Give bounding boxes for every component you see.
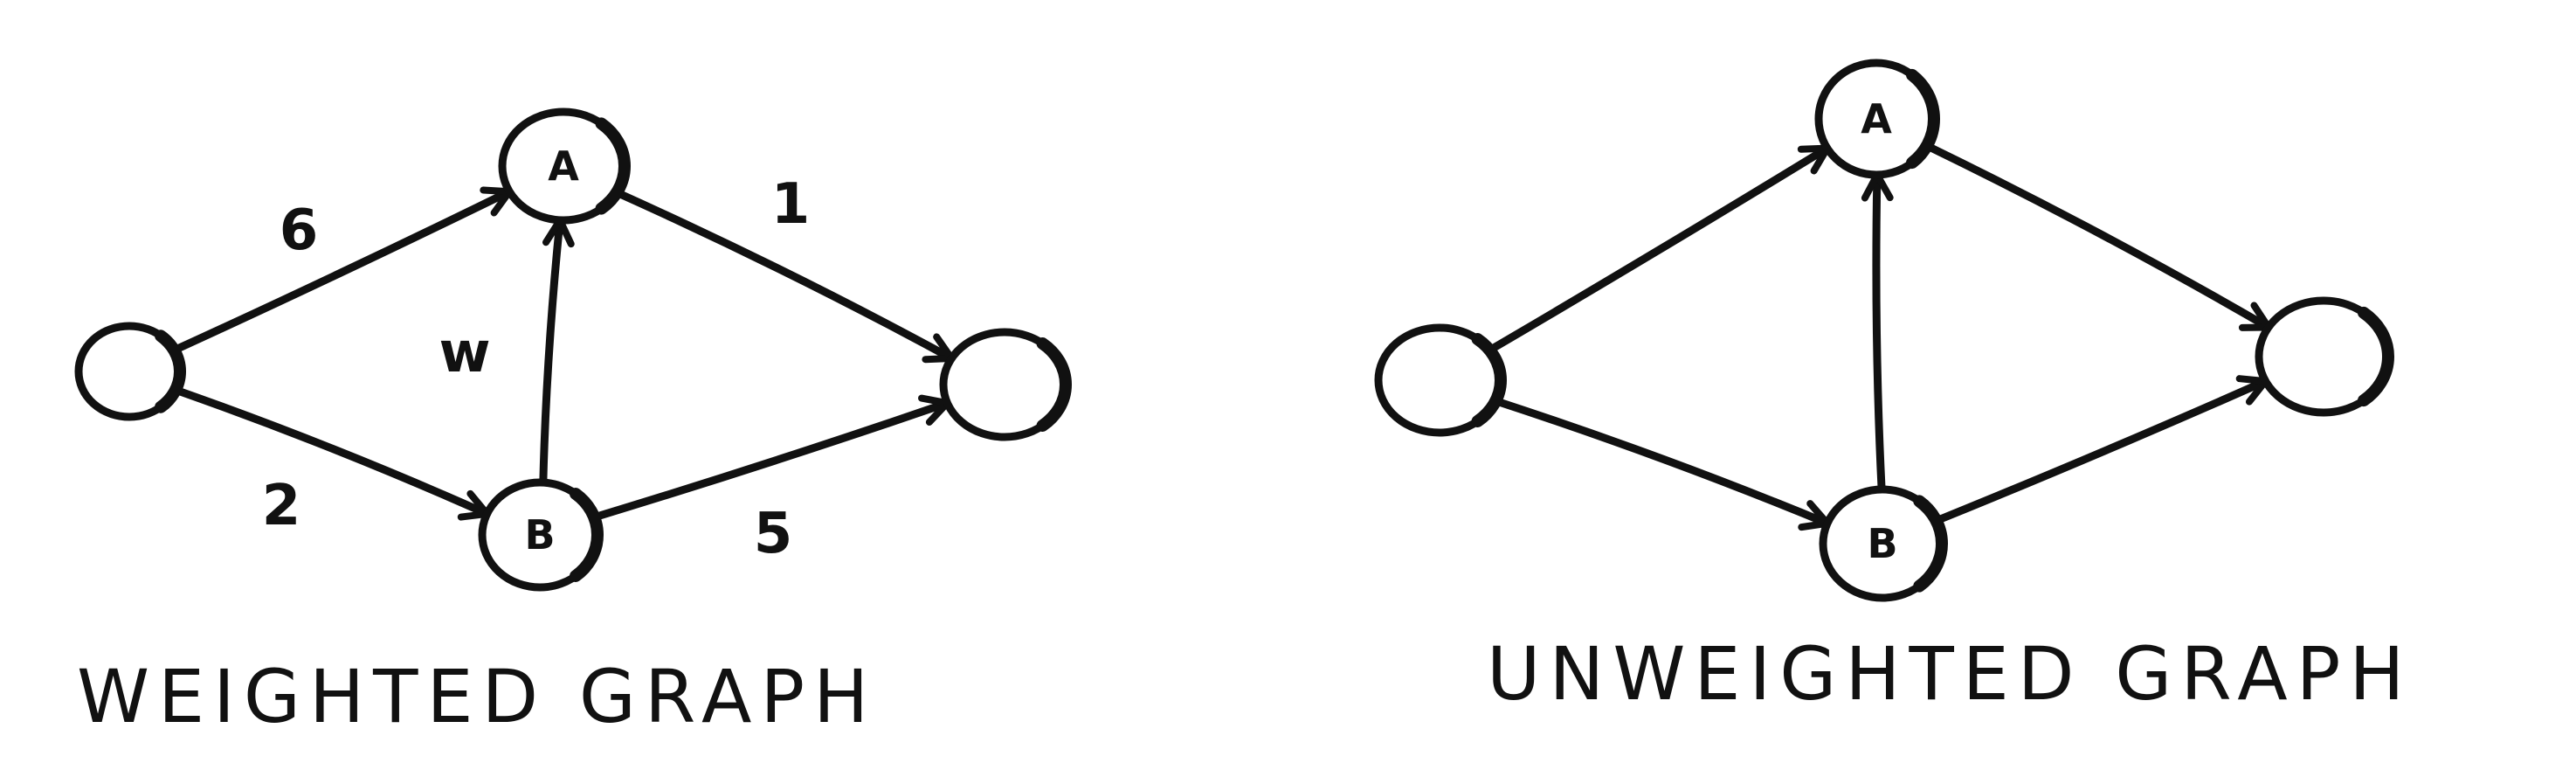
edge-b-to-a: [539, 216, 564, 487]
edge-b-to-a: [1872, 170, 1886, 494]
edge-start-to-b: [171, 385, 492, 518]
node-outline-accent: [595, 117, 631, 215]
node-start: [74, 322, 186, 421]
weighted-graph: 6 2 w 1 5 A B: [74, 108, 1072, 592]
unweighted-graph: AB: [1374, 59, 2394, 602]
node-label: A: [548, 142, 579, 190]
node-outline-accent: [155, 330, 186, 413]
edge-weight-a-to-end: 1: [771, 172, 811, 237]
node-label: B: [524, 511, 555, 558]
node-outline-accent: [570, 488, 604, 582]
edge-b-to-end: [1932, 377, 2270, 525]
node-end: [2255, 296, 2394, 417]
unweighted-graph-caption: UNWEIGHTED GRAPH: [1487, 631, 2414, 717]
node-outline-accent: [1906, 68, 1940, 170]
edge-weight-start-to-a: 6: [280, 198, 319, 263]
node-b: B: [1819, 485, 1948, 602]
edge-weight-start-to-b: 2: [262, 474, 301, 538]
node-end: [939, 328, 1072, 441]
edge-weight-b-to-a: w: [439, 321, 490, 385]
edge-start-to-a: [1485, 144, 1832, 355]
edge-b-to-end: [590, 399, 951, 522]
edge-a-to-end: [1923, 142, 2273, 332]
node-outline-accent: [1036, 337, 1072, 432]
node-b: B: [478, 478, 604, 592]
node-outline-accent: [1471, 333, 1507, 427]
edge-start-to-b: [1491, 397, 1832, 528]
node-start: [1374, 323, 1507, 437]
node-label: A: [1861, 95, 1892, 142]
node-a: A: [498, 108, 631, 225]
edge-a-to-end: [612, 188, 956, 363]
weighted-graph-caption: WEIGHTED GRAPH: [77, 654, 877, 739]
node-label: B: [1867, 520, 1897, 567]
edge-weight-b-to-end: 5: [754, 502, 793, 566]
node-a: A: [1814, 59, 1940, 179]
node-outline-accent: [2358, 306, 2394, 407]
edge-start-to-a: [169, 187, 514, 355]
node-outline-accent: [1913, 495, 1948, 593]
